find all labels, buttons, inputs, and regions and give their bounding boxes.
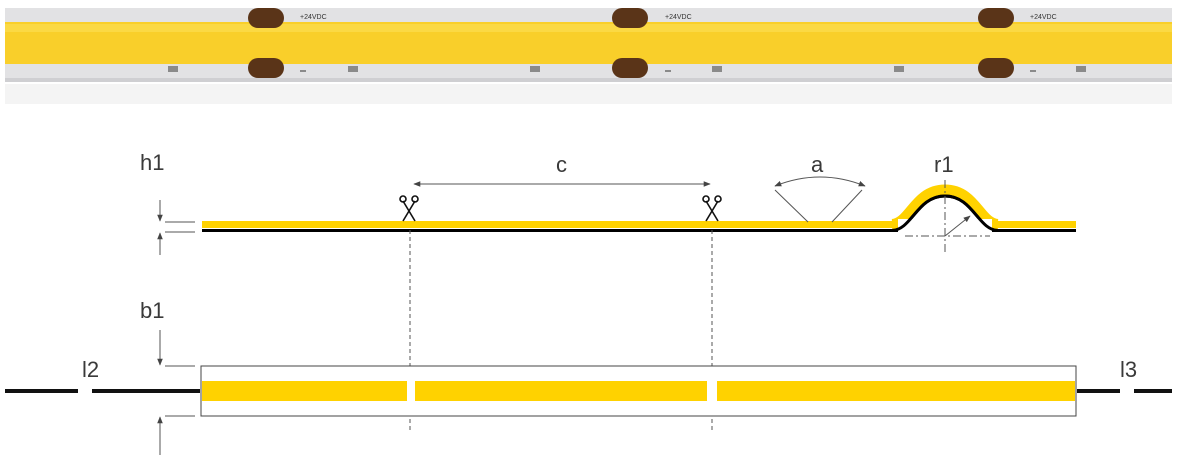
- dimension-diagram: h1 c a r1: [5, 150, 1172, 455]
- solder-pad: [978, 58, 1014, 78]
- voltage-marking: +24VDC: [300, 14, 327, 21]
- voltage-marking: +24VDC: [665, 14, 692, 21]
- led-strip-photo: +24VDC +24VDC +24VDC: [5, 8, 1172, 104]
- solder-pad: [248, 58, 284, 78]
- strip-reflection: [5, 84, 1172, 104]
- solder-pad: [612, 8, 648, 28]
- solder-pad: [248, 8, 284, 28]
- label-l2: l2: [82, 357, 99, 382]
- led-segment: [202, 381, 407, 401]
- smd-components: [168, 66, 1086, 72]
- cut-lines: [409, 230, 713, 430]
- led-segment: [717, 381, 1075, 401]
- scissors-icon: [399, 195, 419, 222]
- strip-led-band-highlight: [5, 24, 1172, 32]
- a-angle: [774, 176, 866, 223]
- h1-dimension: [157, 200, 195, 255]
- label-r1: r1: [934, 152, 954, 177]
- solder-pad: [612, 58, 648, 78]
- strip-pcb-shadow: [5, 78, 1172, 82]
- top-view: [200, 365, 1077, 417]
- label-b1: b1: [140, 298, 164, 323]
- bend-arch: [890, 184, 1000, 230]
- label-l3: l3: [1120, 357, 1137, 382]
- label-c: c: [556, 152, 567, 177]
- led-segment: [415, 381, 707, 401]
- r1-radius: [905, 180, 990, 255]
- solder-pad: [978, 8, 1014, 28]
- scissors-icon: [702, 195, 722, 222]
- voltage-marking: +24VDC: [1030, 14, 1057, 21]
- label-h1: h1: [140, 150, 164, 175]
- b1-dimension: [157, 330, 195, 455]
- label-a: a: [811, 152, 824, 177]
